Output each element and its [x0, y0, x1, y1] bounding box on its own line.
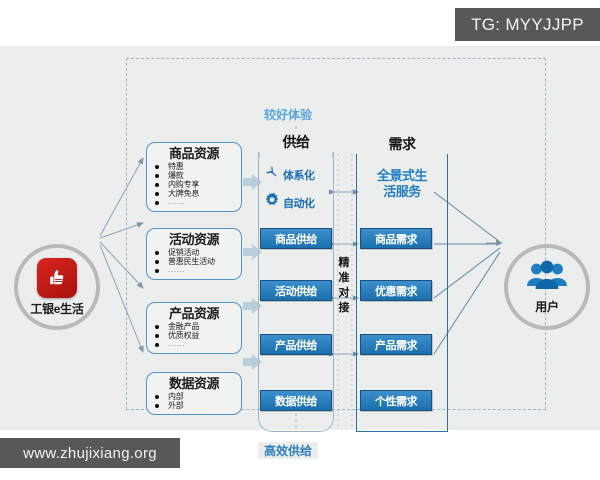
- bullet-icon: [155, 268, 159, 273]
- bullet-icon: [155, 259, 159, 264]
- supply-chip-goods[interactable]: 商品供给: [260, 228, 332, 249]
- list-item: 内购专享: [155, 180, 237, 189]
- resource-title: 活动资源: [168, 232, 220, 247]
- resource-item-label: 特惠: [168, 162, 184, 171]
- bullet-icon: [155, 324, 159, 329]
- bullet-icon: [155, 191, 159, 196]
- resource-title: 商品资源: [168, 146, 220, 161]
- supply-feature-label: 自动化: [283, 197, 315, 210]
- resource-item-label: 优质权益: [168, 331, 200, 340]
- demand-headline-line1: 全景式生: [376, 168, 428, 183]
- bullet-icon: [155, 173, 159, 178]
- node-user[interactable]: 用户: [504, 244, 590, 330]
- bullet-icon: [155, 403, 159, 408]
- list-item: 金融产品: [155, 322, 237, 331]
- list-item: 促销活动: [155, 248, 237, 257]
- propeller-icon: [264, 164, 280, 185]
- resource-item-label: 促销活动: [168, 248, 200, 257]
- resource-item-label: 普惠民生活动: [168, 257, 215, 266]
- supply-chip-data[interactable]: 数据供给: [260, 390, 332, 411]
- supply-chip-activity[interactable]: 活动供给: [260, 280, 332, 301]
- resource-box-goods[interactable]: 商品资源 特惠 爆款 内购专享 大牌免息 ......: [146, 142, 242, 212]
- node-label-user: 用户: [535, 300, 559, 314]
- demand-chip-personal[interactable]: 个性需求: [360, 390, 432, 411]
- users-group-icon: [525, 259, 569, 296]
- supply-feature-label: 体系化: [283, 169, 315, 182]
- node-icbc-elife[interactable]: 工银e生活: [14, 244, 100, 330]
- watermark-top-right: TG: MYYJJPP: [455, 8, 600, 41]
- demand-chip-goods[interactable]: 商品需求: [360, 228, 432, 249]
- resource-item-label: 金融产品: [168, 322, 200, 331]
- thumbs-up-app-icon: [37, 257, 77, 298]
- resource-title: 数据资源: [168, 376, 220, 391]
- resource-item-label: ......: [168, 199, 186, 206]
- resource-box-activity[interactable]: 活动资源 促销活动 普惠民生活动 ......: [146, 228, 242, 280]
- node-ring-left: [14, 244, 100, 330]
- supply-feature-system: 体系化: [264, 164, 315, 185]
- resource-item-label: ......: [168, 341, 186, 348]
- list-item: 特惠: [155, 162, 237, 171]
- match-label: 精准对接: [338, 257, 350, 314]
- list-item: 大牌免息: [155, 189, 237, 198]
- bullet-icon: [155, 394, 159, 399]
- node-label-icbc-elife: 工银e生活: [30, 301, 84, 316]
- resource-item-label: ......: [168, 267, 186, 274]
- demand-chip-product[interactable]: 产品需求: [360, 334, 432, 355]
- bullet-icon: [155, 164, 159, 169]
- diagram-canvas: 较好体验 高效供给 工银e生活: [0, 46, 600, 459]
- demand-container: [356, 146, 448, 432]
- resource-item-list: 金融产品 优质权益 ......: [151, 322, 237, 349]
- resource-box-data[interactable]: 数据资源 内部 外部: [146, 372, 242, 415]
- resource-item-list: 特惠 爆款 内购专享 大牌免息 ......: [151, 162, 237, 207]
- connector-lines: [99, 108, 503, 430]
- resource-title: 产品资源: [168, 306, 220, 321]
- bullet-icon: [155, 342, 159, 347]
- bullet-icon: [155, 250, 159, 255]
- resource-item-list: 促销活动 普惠民生活动 ......: [151, 248, 237, 275]
- supply-feature-automation: 自动化: [264, 192, 315, 213]
- bullet-icon: [155, 182, 159, 187]
- list-item: 优质权益: [155, 331, 237, 340]
- demand-chip-discount[interactable]: 优惠需求: [360, 280, 432, 301]
- list-item: ......: [155, 266, 237, 275]
- list-item: 外部: [155, 401, 237, 410]
- watermark-bottom-left: www.zhujixiang.org: [0, 438, 180, 468]
- caption-top: 较好体验: [258, 106, 319, 123]
- resource-box-product[interactable]: 产品资源 金融产品 优质权益 ......: [146, 302, 242, 354]
- bullet-icon: [155, 333, 159, 338]
- demand-headline-line2: 活服务: [383, 184, 421, 199]
- demand-title: 需求: [356, 134, 448, 154]
- resource-item-label: 内购专享: [168, 180, 200, 189]
- resource-item-label: 爆款: [168, 171, 184, 180]
- list-item: 内部: [155, 392, 237, 401]
- resource-item-label: 内部: [168, 392, 184, 401]
- resource-item-list: 内部 外部: [151, 392, 237, 410]
- demand-headline: 全景式生 活服务: [358, 168, 446, 200]
- list-item: ......: [155, 340, 237, 349]
- node-ring-right: [504, 244, 590, 330]
- list-item: 爆款: [155, 171, 237, 180]
- gear-icon: [264, 192, 280, 213]
- caption-bottom: 高效供给: [258, 442, 319, 459]
- supply-chip-product[interactable]: 产品供给: [260, 334, 332, 355]
- dashed-frame: [126, 58, 546, 410]
- list-item: 普惠民生活动: [155, 257, 237, 266]
- bullet-icon: [155, 200, 159, 205]
- supply-title: 供给: [258, 132, 334, 152]
- resource-item-label: 外部: [168, 401, 184, 410]
- list-item: ......: [155, 198, 237, 207]
- resource-item-label: 大牌免息: [168, 189, 200, 198]
